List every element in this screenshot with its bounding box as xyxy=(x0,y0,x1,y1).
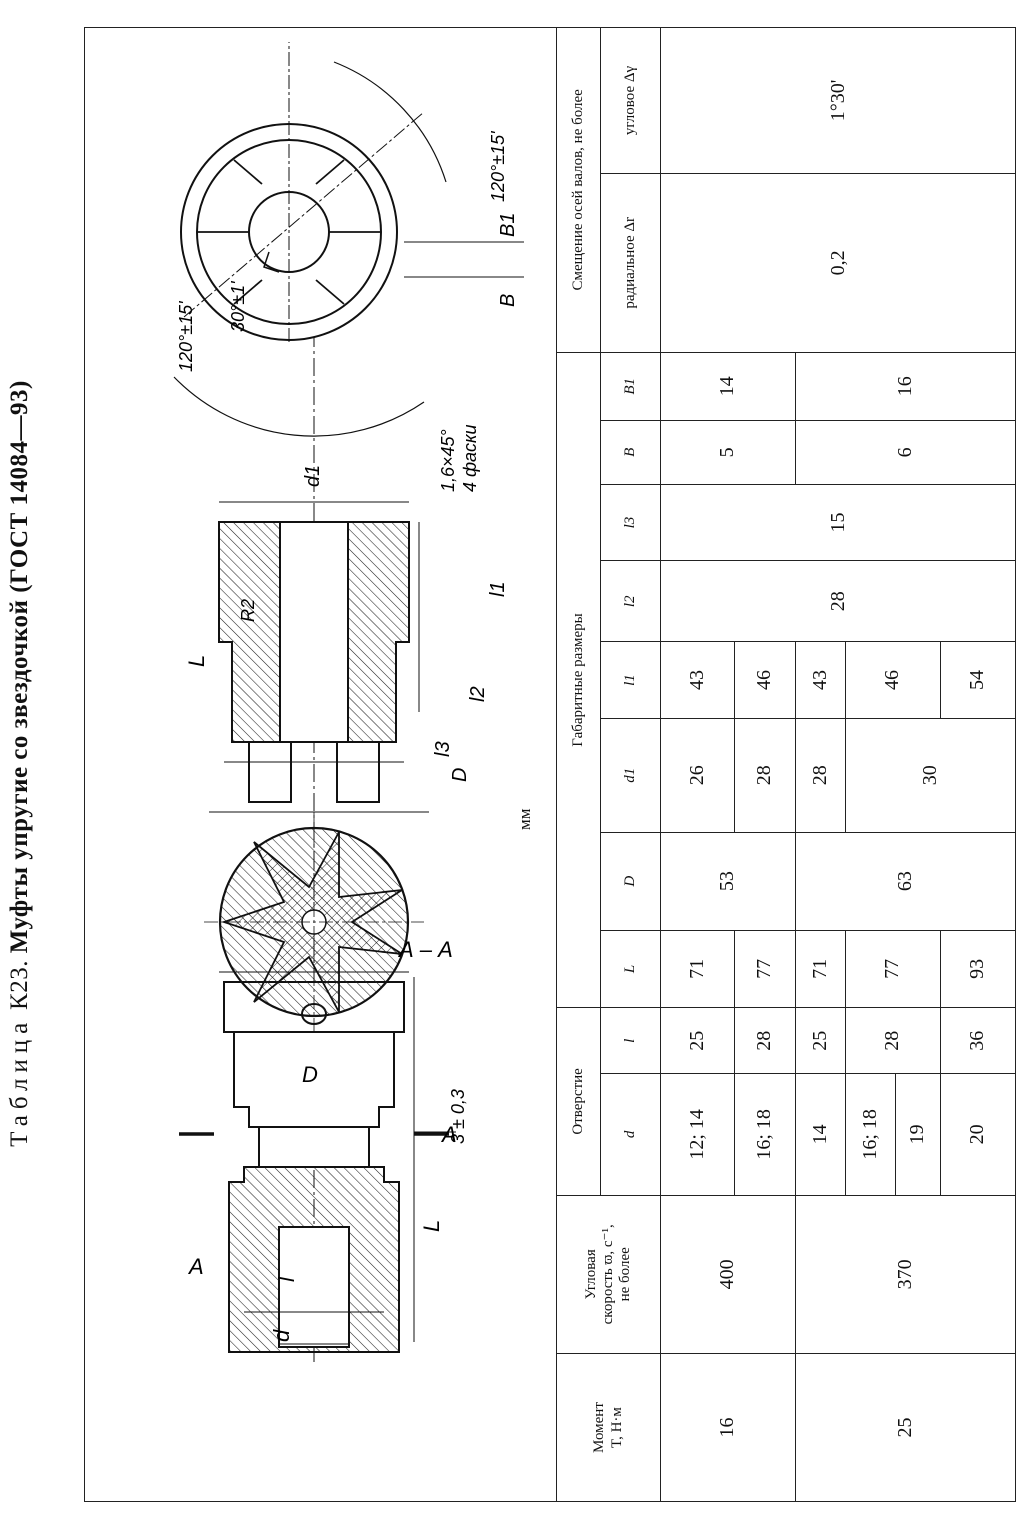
cell-L: 77 xyxy=(734,930,795,1008)
cell-l3: 15 xyxy=(660,484,1016,561)
label-B: B xyxy=(497,294,519,307)
cell-l1: 43 xyxy=(795,641,846,719)
cell-B-6: 6 xyxy=(795,420,1016,485)
label-l1: l1 xyxy=(487,581,509,597)
header-B1: B1 xyxy=(600,352,661,421)
header-moment: Момент T, Н·м xyxy=(556,1353,661,1502)
cell-l1: 43 xyxy=(660,641,735,719)
star-front-view xyxy=(173,42,524,437)
header-d1: d1 xyxy=(600,718,661,833)
label-d-left: d xyxy=(269,1329,294,1342)
header-offset: Смещение осей валов, не более xyxy=(556,27,601,353)
header-radial: радиальное Δr xyxy=(600,173,661,353)
cell-d1: 28 xyxy=(795,718,846,833)
cell-moment-16: 16 xyxy=(660,1353,795,1502)
header-angular: угловое Δγ xyxy=(600,27,661,174)
label-angle-30: 30°±1' xyxy=(228,281,248,332)
label-L-mid: L xyxy=(184,655,209,667)
header-l2: l2 xyxy=(600,560,661,642)
cell-speed-400: 400 xyxy=(660,1195,795,1354)
header-B: B xyxy=(600,420,661,485)
cell-l: 28 xyxy=(845,1007,941,1074)
header-dims: Габаритные размеры xyxy=(556,352,601,1008)
cell-B1-14: 14 xyxy=(660,352,795,421)
header-speed-text: Угловая скорость ϖ, с⁻¹, не более xyxy=(582,1224,634,1325)
label-R2: R2 xyxy=(238,599,258,622)
header-d: d xyxy=(600,1073,661,1196)
label-chamfer-count: 4 фаски xyxy=(460,424,480,492)
cell-d: 19 xyxy=(895,1073,941,1196)
cell-l: 28 xyxy=(734,1007,795,1074)
title-prefix: Таблица xyxy=(6,1016,33,1147)
header-l3: l3 xyxy=(600,484,661,561)
header-moment-text: Момент T, Н·м xyxy=(591,1402,625,1454)
unit-label: мм xyxy=(515,808,534,830)
cell-L: 71 xyxy=(660,930,735,1008)
cell-d1: 28 xyxy=(734,718,795,833)
label-l3: l3 xyxy=(432,741,454,757)
technical-drawing: A A D 3 ± 0,3 L l d А – А L xyxy=(173,42,524,1362)
label-L-left: L xyxy=(419,1220,444,1232)
header-speed: Угловая скорость ϖ, с⁻¹, не более xyxy=(556,1195,661,1354)
cell-d: 20 xyxy=(940,1073,1016,1196)
cell-D-53: 53 xyxy=(660,832,795,931)
header-L: L xyxy=(600,930,661,1008)
section-aa xyxy=(204,812,424,1032)
cell-d: 16; 18 xyxy=(734,1073,795,1196)
header-hole: Отверстие xyxy=(556,1007,601,1196)
cell-d: 14 xyxy=(795,1073,846,1196)
cell-l2: 28 xyxy=(660,560,1016,642)
cell-d1: 26 xyxy=(660,718,735,833)
label-d1: d1 xyxy=(302,465,324,487)
half-coupling-view xyxy=(209,501,429,813)
label-A-top: A xyxy=(187,1254,204,1279)
label-chamfer: 1,6×45° xyxy=(438,429,458,492)
cell-l1: 46 xyxy=(734,641,795,719)
cell-d: 16; 18 xyxy=(845,1073,896,1196)
cell-l: 25 xyxy=(795,1007,846,1074)
label-l2: l2 xyxy=(467,686,489,702)
cell-speed-370: 370 xyxy=(795,1195,1016,1354)
cell-l: 36 xyxy=(940,1007,1016,1074)
cell-B1-16: 16 xyxy=(795,352,1016,421)
cell-l: 25 xyxy=(660,1007,735,1074)
table-title: Таблица К23. Муфты упругие со звездочкой… xyxy=(6,0,56,1527)
label-angle-1: 120°±15' xyxy=(176,301,196,372)
label-l-left: l xyxy=(274,1276,299,1282)
header-D: D xyxy=(600,832,661,931)
spec-table: Момент T, Н·м Угловая скорость ϖ, с⁻¹, н… xyxy=(556,27,1016,1502)
header-l1: l1 xyxy=(600,641,661,719)
cell-B-5: 5 xyxy=(660,420,795,485)
cell-angular: 1°30' xyxy=(660,27,1016,174)
cell-D-63: 63 xyxy=(795,832,1016,931)
cell-radial: 0,2 xyxy=(660,173,1016,353)
label-D-left: D xyxy=(302,1062,318,1087)
label-D-mid: D xyxy=(449,768,471,782)
title-number: К23. xyxy=(6,960,33,1010)
cell-L: 77 xyxy=(845,930,941,1008)
cell-l1: 46 xyxy=(845,641,941,719)
section-label: А – А xyxy=(397,937,453,962)
label-A-bottom: A xyxy=(440,1122,457,1147)
cell-moment-25: 25 xyxy=(795,1353,1016,1502)
cell-L: 71 xyxy=(795,930,846,1008)
cell-d1: 30 xyxy=(845,718,1016,833)
cell-d: 12; 14 xyxy=(660,1073,735,1196)
label-angle-2: 120°±15' xyxy=(488,131,508,202)
cell-l1: 54 xyxy=(940,641,1016,719)
label-B1: B1 xyxy=(497,213,519,237)
cell-L: 93 xyxy=(940,930,1016,1008)
label-gap-tolerance: 3 ± 0,3 xyxy=(448,1089,468,1144)
title-name: Муфты упругие со звездочкой (ГОСТ 14084—… xyxy=(6,380,33,954)
header-l: l xyxy=(600,1007,661,1074)
